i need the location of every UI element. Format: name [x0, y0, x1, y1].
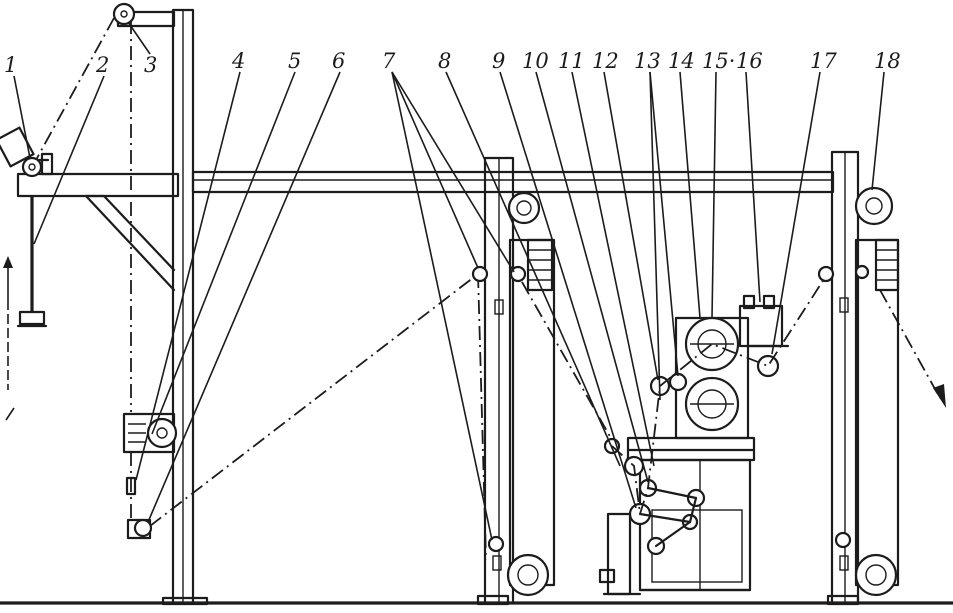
long-diagonal-path	[149, 273, 479, 527]
callout-18: 18	[874, 49, 901, 73]
feed-arrow-left	[3, 256, 15, 421]
hanging-weight	[16, 196, 48, 328]
callout-labels: 1 2 3 4 5 6 7 8 9 10 11 12 13 14 15· 16 …	[4, 49, 901, 77]
callout-5: 5	[288, 49, 301, 73]
callout-8: 8	[438, 49, 451, 73]
callout-17: 17	[810, 49, 837, 73]
leader-lines	[13, 21, 885, 541]
top-pulley	[112, 2, 136, 26]
callout-7: 7	[382, 49, 396, 73]
callout-13: 13	[634, 49, 661, 73]
callout-14: 14	[668, 49, 695, 73]
callout-4: 4	[231, 49, 245, 73]
callout-12: 12	[592, 49, 619, 73]
right-column	[817, 150, 900, 606]
central-machine	[598, 294, 790, 596]
bottom-left-pulley	[126, 518, 153, 540]
feed-path-to-machine	[521, 281, 613, 441]
middle-column	[471, 156, 556, 606]
callout-6: 6	[332, 49, 345, 73]
left-arm	[0, 126, 180, 292]
callout-3: 3	[144, 53, 157, 77]
left-mast	[116, 8, 209, 606]
left-roller-unit	[122, 412, 178, 454]
callout-11: 11	[558, 49, 585, 73]
machine-path	[611, 275, 827, 515]
diagonal-path-line	[35, 17, 115, 161]
callout-9: 9	[492, 49, 505, 73]
callout-10: 10	[522, 49, 549, 73]
exit-arrow	[933, 384, 946, 408]
exit-path	[879, 289, 941, 399]
callout-16: 16	[736, 49, 763, 73]
callout-1: 1	[4, 53, 17, 77]
callout-15: 15·	[702, 49, 735, 73]
callout-2: 2	[95, 53, 109, 77]
